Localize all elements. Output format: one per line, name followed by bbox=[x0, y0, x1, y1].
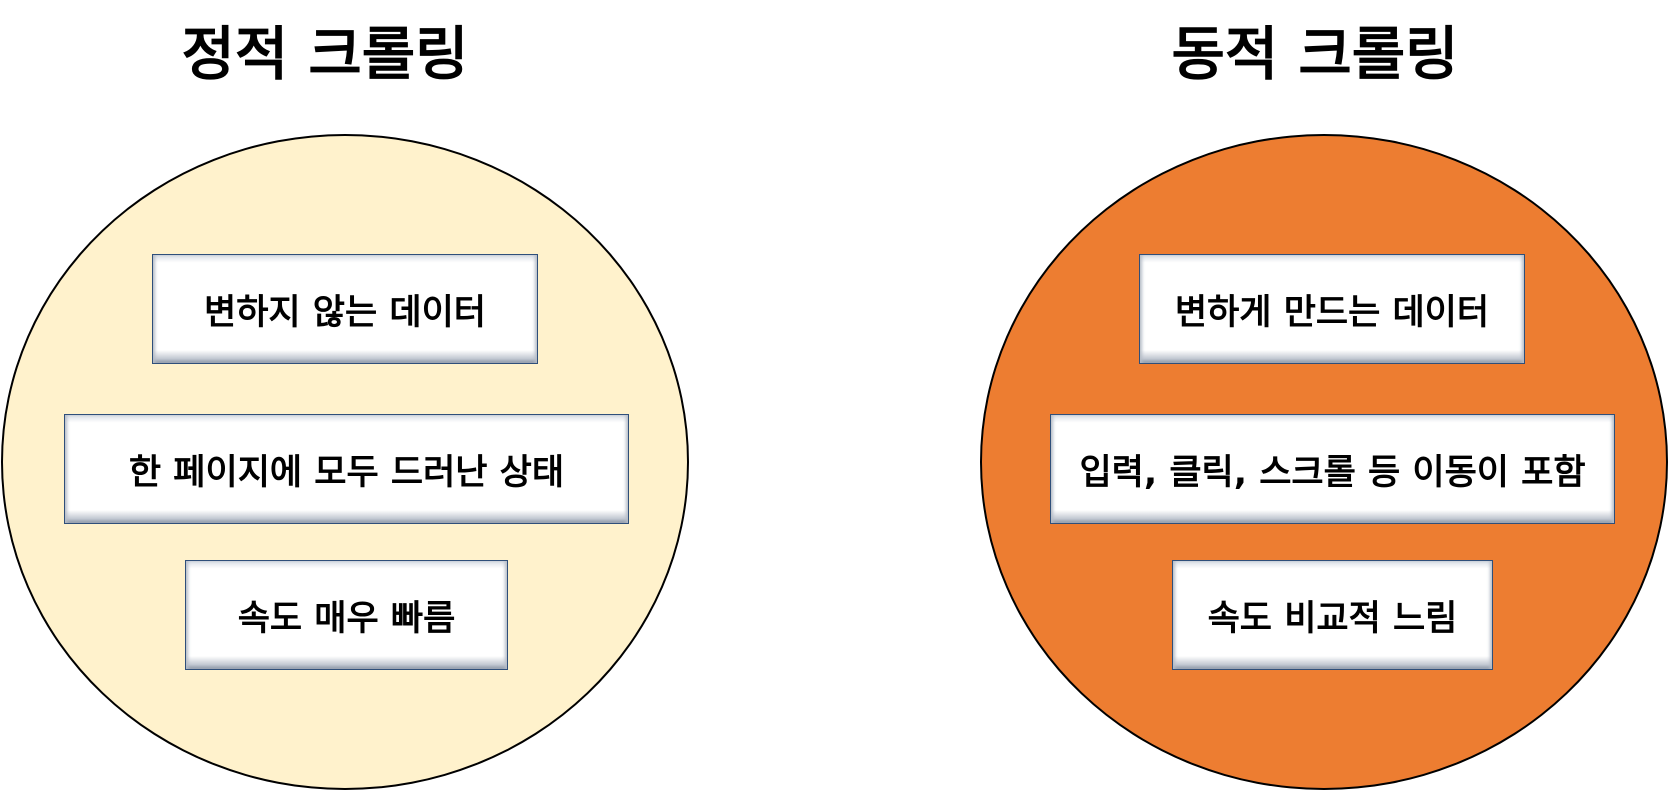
dynamic-item-speed-relatively-slow: 속도 비교적 느림 bbox=[1172, 560, 1493, 670]
static-item-unchanging-data: 변하지 않는 데이터 bbox=[152, 254, 538, 364]
static-item-all-on-one-page: 한 페이지에 모두 드러난 상태 bbox=[64, 414, 629, 524]
dynamic-item-input-click-scroll: 입력, 클릭, 스크롤 등 이동이 포함 bbox=[1050, 414, 1615, 524]
dynamic-item-changing-data: 변하게 만드는 데이터 bbox=[1139, 254, 1525, 364]
static-item-speed-very-fast: 속도 매우 빠름 bbox=[185, 560, 508, 670]
dynamic-crawling-title: 동적 크롤링 bbox=[1171, 20, 1459, 88]
static-crawling-title: 정적 크롤링 bbox=[181, 20, 469, 88]
